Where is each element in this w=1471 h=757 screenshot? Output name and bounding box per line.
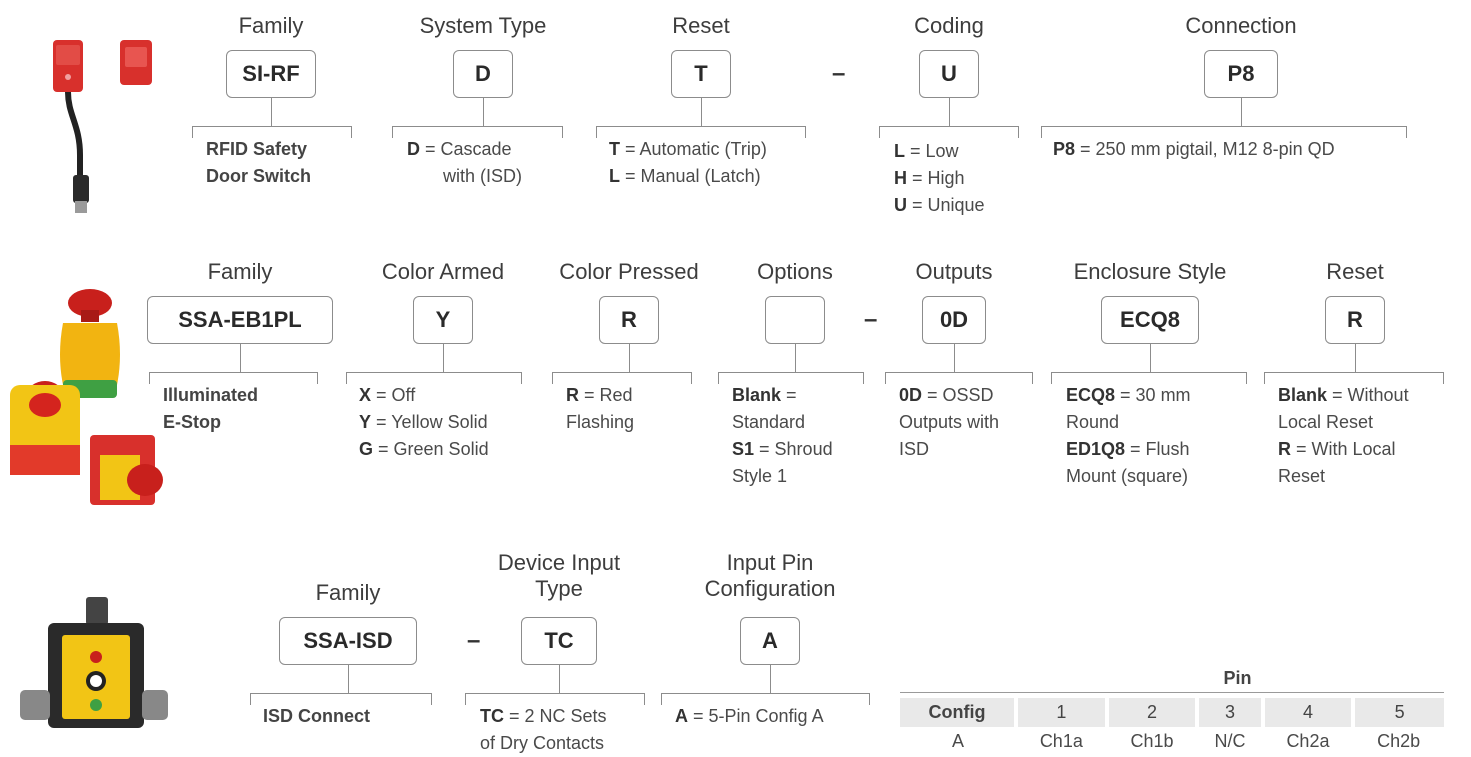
pin-table-header-cell: 5	[1353, 698, 1444, 727]
pin-table-header-row: Config 1 2 3 4 5	[900, 698, 1444, 727]
row2-family-code-box: SSA-EB1PL	[147, 296, 333, 344]
estop-image	[5, 285, 165, 530]
pin-table-cell: A	[900, 727, 1016, 756]
row2-outputs-code-box: 0D	[922, 296, 986, 344]
pin-table-title: Pin	[1031, 668, 1444, 689]
row1-coding-desc: L = Low H = High U = Unique	[894, 138, 985, 219]
row2-options-header: Options	[757, 259, 833, 285]
row2-reset-header: Reset	[1326, 259, 1383, 285]
row2-color-pressed-code-box: R	[599, 296, 659, 344]
row2-enclosure-header: Enclosure Style	[1074, 259, 1227, 285]
row2-enclosure-code-box: ECQ8	[1101, 296, 1199, 344]
row1-connection-header: Connection	[1185, 13, 1296, 39]
row2-options-code-box	[765, 296, 825, 344]
pin-table-header-cell: 3	[1197, 698, 1262, 727]
row1-coding-header: Coding	[914, 13, 984, 39]
row1-system-type-header: System Type	[420, 13, 547, 39]
row2-reset-desc: Blank = Without Local Reset R = With Loc…	[1278, 382, 1409, 490]
row1-coding-bracket	[879, 126, 1019, 138]
row2-reset-code-box: R	[1325, 296, 1385, 344]
pin-table-cell: N/C	[1197, 727, 1262, 756]
row2-separator-dash: –	[864, 306, 877, 334]
row2-enclosure-desc: ECQ8 = 30 mm Round ED1Q8 = Flush Mount (…	[1066, 382, 1191, 490]
pin-table-cell: Ch1b	[1107, 727, 1198, 756]
row1-reset-header: Reset	[672, 13, 729, 39]
row3-family-code-box: SSA-ISD	[279, 617, 417, 665]
pin-table-cell: Ch1a	[1016, 727, 1107, 756]
isd-connect-image	[18, 595, 168, 745]
row1-reset-code-box: T	[671, 50, 731, 98]
row1-connection-code-box: P8	[1204, 50, 1278, 98]
row3-pin-config-code-box: A	[740, 617, 800, 665]
pin-table-header-cell: 1	[1016, 698, 1107, 727]
row2-outputs-header: Outputs	[915, 259, 992, 285]
rfid-switch-image	[40, 35, 170, 225]
row1-system-type-code-box: D	[453, 50, 513, 98]
pin-table-cell: Ch2b	[1353, 727, 1444, 756]
row1-family-header: Family	[239, 13, 304, 39]
row3-separator-dash: –	[467, 627, 480, 655]
row1-system-type-desc: D = Cascade with (ISD)	[407, 136, 522, 190]
row1-family-code-box: SI-RF	[226, 50, 316, 98]
row2-color-armed-code-box: Y	[413, 296, 473, 344]
row3-pin-config-desc: A = 5-Pin Config A	[675, 703, 824, 730]
pin-table-header-cell: 4	[1263, 698, 1354, 727]
row2-color-armed-header: Color Armed	[382, 259, 504, 285]
row2-color-pressed-desc: R = Red Flashing	[566, 382, 634, 436]
pin-table-header-cell: 2	[1107, 698, 1198, 727]
pin-table-cell: Ch2a	[1263, 727, 1354, 756]
row2-options-desc: Blank = Standard S1 = Shroud Style 1	[732, 382, 833, 490]
row2-color-pressed-header: Color Pressed	[559, 259, 698, 285]
pin-table-row: A Ch1a Ch1b N/C Ch2a Ch2b	[900, 727, 1444, 756]
row3-device-input-code-box: TC	[521, 617, 597, 665]
row1-reset-desc: T = Automatic (Trip) L = Manual (Latch)	[609, 136, 767, 190]
pin-table: Config 1 2 3 4 5 A Ch1a Ch1b N/C Ch2a Ch…	[900, 698, 1444, 756]
row3-device-input-desc: TC = 2 NC Sets of Dry Contacts	[480, 703, 607, 757]
row1-coding-code-box: U	[919, 50, 979, 98]
row2-color-armed-desc: X = Off Y = Yellow Solid G = Green Solid	[359, 382, 489, 463]
row1-separator-dash: –	[832, 60, 845, 88]
row3-family-header: Family	[316, 580, 381, 606]
row1-connection-desc: P8 = 250 mm pigtail, M12 8-pin QD	[1053, 136, 1335, 163]
pin-table-header-cell: Config	[900, 698, 1016, 727]
row2-family-header: Family	[208, 259, 273, 285]
row3-family-desc: ISD Connect	[263, 703, 370, 730]
row2-outputs-desc: 0D = OSSD Outputs with ISD	[899, 382, 999, 463]
